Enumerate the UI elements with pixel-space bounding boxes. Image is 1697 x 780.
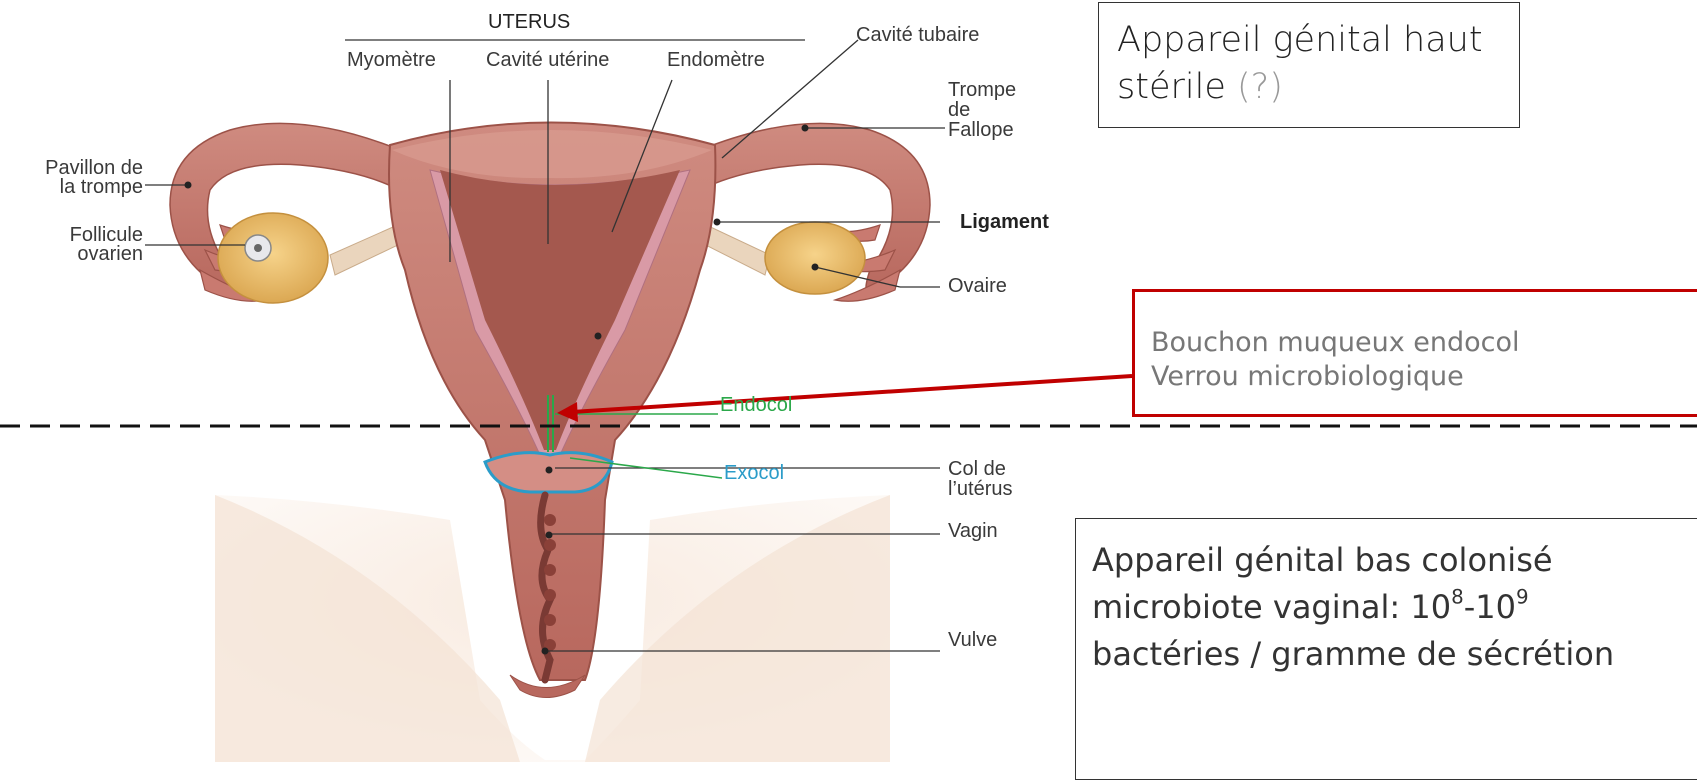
label-exocol: Exocol — [724, 463, 784, 484]
label-follicule-2: ovarien — [15, 245, 143, 264]
upper-tract-line1: Appareil génital haut — [1117, 20, 1483, 60]
label-trompe-1: Trompe — [948, 80, 1016, 100]
label-ovaire: Ovaire — [948, 276, 1007, 297]
label-vagin: Vagin — [948, 521, 998, 542]
lower-tract-line3: bactéries / gramme de sécrétion — [1092, 635, 1614, 673]
lower-tract-box: Appareil génital bas colonisé microbiote… — [1075, 518, 1697, 780]
microbiote-mid: -10 — [1464, 588, 1516, 626]
mucus-plug-line2: Verrou microbiologique — [1151, 361, 1464, 392]
label-trompe-2: de — [948, 100, 970, 120]
label-vulve: Vulve — [948, 630, 997, 651]
lower-tract-line1: Appareil génital bas colonisé — [1092, 541, 1553, 579]
label-col-1: Col de — [948, 459, 1006, 479]
label-trompe-3: Fallope — [948, 120, 1014, 140]
exponent-2: 9 — [1516, 586, 1529, 609]
upper-tract-line2: stérile — [1117, 67, 1226, 107]
label-ligament: Ligament — [960, 212, 1049, 233]
label-col-2: l’utérus — [948, 479, 1012, 499]
upper-tract-text: Appareil génital haut stérile (?) — [1117, 17, 1483, 111]
label-myometre: Myomètre — [347, 50, 436, 71]
upper-tract-question: (?) — [1237, 67, 1283, 107]
label-cavite-uterine: Cavité utérine — [486, 50, 609, 71]
mucus-plug-box: Bouchon muqueux endocol Verrou microbiol… — [1132, 289, 1697, 417]
uterus-header: UTERUS — [488, 12, 570, 33]
label-endometre: Endomètre — [667, 50, 765, 71]
microbiote-prefix: microbiote vaginal: 10 — [1092, 588, 1451, 626]
lower-tract-text: Appareil génital bas colonisé microbiote… — [1092, 537, 1614, 678]
label-cavite-tubaire: Cavité tubaire — [856, 25, 979, 46]
label-endocol: Endocol — [720, 395, 792, 416]
lower-tract-line2: microbiote vaginal: 108-109 — [1092, 588, 1529, 626]
label-pavillon-2: la trompe — [15, 178, 143, 197]
exponent-1: 8 — [1451, 586, 1464, 609]
mucus-plug-text: Bouchon muqueux endocol Verrou microbiol… — [1151, 326, 1520, 394]
mucus-plug-line1: Bouchon muqueux endocol — [1151, 327, 1520, 358]
upper-tract-box: Appareil génital haut stérile (?) — [1098, 2, 1520, 128]
ovary-left — [218, 213, 328, 303]
ovary-right — [765, 222, 865, 294]
anatomy-diagram: UTERUS Myomètre Cavité utérine Endomètre… — [0, 0, 1697, 762]
